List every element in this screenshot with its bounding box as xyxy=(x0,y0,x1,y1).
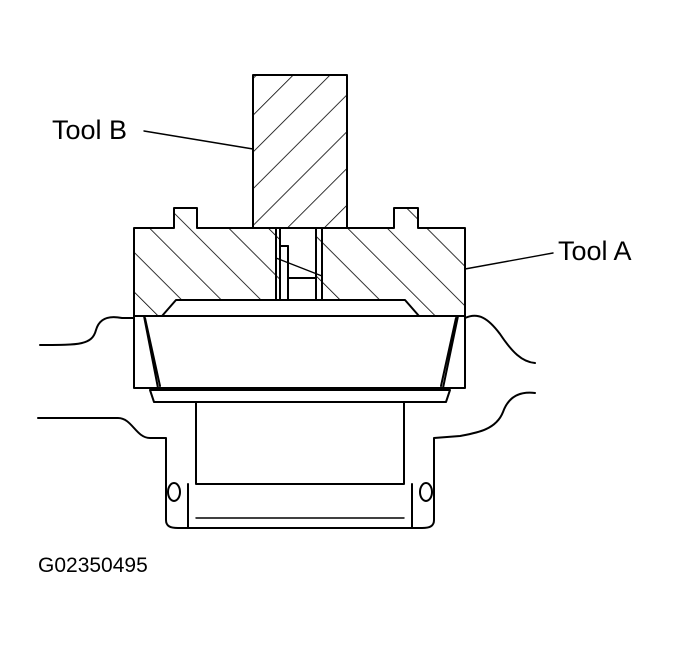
housing-upper-left-outline xyxy=(39,316,135,346)
housing-lower-left-outline xyxy=(37,417,189,529)
housing-bore-step xyxy=(187,483,413,529)
housing xyxy=(37,314,536,529)
tool-b-label: Tool B xyxy=(52,115,128,145)
oring-right xyxy=(419,482,433,502)
seal-right-lip xyxy=(440,315,459,389)
tool-b-stem-hatch xyxy=(275,257,323,277)
figure-id: G02350495 xyxy=(38,554,148,577)
tool-a-leader-line xyxy=(464,252,554,270)
tool-a-label: Tool A xyxy=(558,236,632,266)
housing-bore xyxy=(195,401,405,485)
seal-bottom-ring xyxy=(149,389,451,403)
tool-a xyxy=(133,207,466,389)
tool-b-leader-line xyxy=(143,130,254,150)
tool-a-skirt xyxy=(133,315,466,389)
tool-b-stem xyxy=(275,227,323,301)
tool-b-shaft xyxy=(252,74,348,229)
housing-upper-right-outline xyxy=(464,314,536,364)
seal-left-lip xyxy=(143,315,161,389)
tool-b xyxy=(252,74,348,301)
oil-seal xyxy=(143,315,459,403)
housing-lower-right-outline xyxy=(411,391,536,529)
tool-a-right-half xyxy=(315,207,466,317)
oring-left xyxy=(167,482,181,502)
